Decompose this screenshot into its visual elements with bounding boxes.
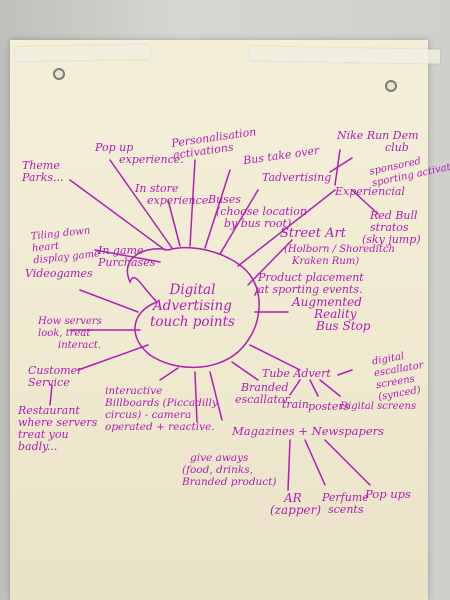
node-tube-advert: Tube Advert [262,367,331,380]
connector-line [254,287,259,296]
node-train: train [282,398,309,411]
center-bubble-outline [126,246,260,369]
node-magazines: Magazines + Newspapers [232,424,385,438]
node-tiling: Tiling down heart display game [30,225,101,267]
node-ar-zapper: AR (zapper) [270,491,322,517]
node-in-game: In game Purchases [98,244,156,269]
node-tadvertising: Tadvertising [262,171,332,184]
center-line: Advertising [153,298,232,314]
node-red-bull: Red Bull stratos (sky jump) [362,209,421,246]
connector-line [351,189,379,215]
binder-hole [385,80,397,92]
connector-line [304,439,326,486]
connector-line [309,379,319,397]
node-holborn: (Holborn / Shoreditch Kraken Rum) [284,244,395,267]
center-line: touch points [150,314,235,330]
connector-line [109,159,173,249]
connector-line [247,239,293,286]
node-branded-escalator: Branded escallator [235,381,290,406]
node-product-placement: Product placement at sporting events. [258,271,364,296]
binder-hole [53,68,65,80]
node-digital-screens: Digital screens [340,401,417,412]
node-buses: Buses (choose location by bus root) [208,193,307,230]
connector-line [194,371,198,423]
connector-line [69,179,166,251]
connector-line [189,159,196,247]
connector-line [167,199,181,247]
connector-line [237,189,336,267]
node-posters: posters [308,400,350,413]
node-interactive-billboards: interactive Billboards (Piccadilly circu… [105,385,218,433]
node-digital-escalator: digital escallator screens (synced) [371,351,425,403]
node-pop-up: Pop up experience. [95,141,184,166]
connector-line [334,149,341,186]
connector-line [209,371,223,421]
node-videogames: Videogames [25,267,93,280]
connector-line [79,289,139,313]
connector-line [49,384,53,406]
connector-line [319,379,341,397]
node-augmented: Augmented Reality Bus Stop [292,295,371,333]
flipchart-paper [10,40,428,600]
node-theme-parks: Theme Parks... [22,159,64,184]
node-restaurant: Restaurant where servers treat you badly… [18,404,98,453]
node-give-aways: give aways (food, drinks, Branded produc… [182,452,277,488]
connector-line [94,249,161,263]
node-nike-run: Nike Run Dem club [337,129,419,154]
connector-line [289,379,301,396]
center-topic: Digital Advertising touch points [150,282,235,330]
connector-line [159,367,179,381]
node-street-art: Street Art [280,226,346,241]
node-instore: In store experience [135,182,209,207]
node-customer-service: Customer Service [28,364,83,389]
connector-line [329,157,353,173]
node-servers: How servers look, treat interact. [38,316,102,351]
connector-line [77,344,149,371]
node-experiencial: Experiencial [335,185,405,198]
connector-line [231,361,259,381]
connector-line [324,439,371,486]
connector-line [249,344,301,371]
connector-line [287,439,291,491]
center-line: Digital [169,282,216,298]
node-pop-ups: Pop ups [365,487,411,501]
connector-line [337,369,353,376]
connector-line [204,169,231,249]
node-perfume: Perfume scents [322,491,369,516]
connector-line [219,189,259,255]
